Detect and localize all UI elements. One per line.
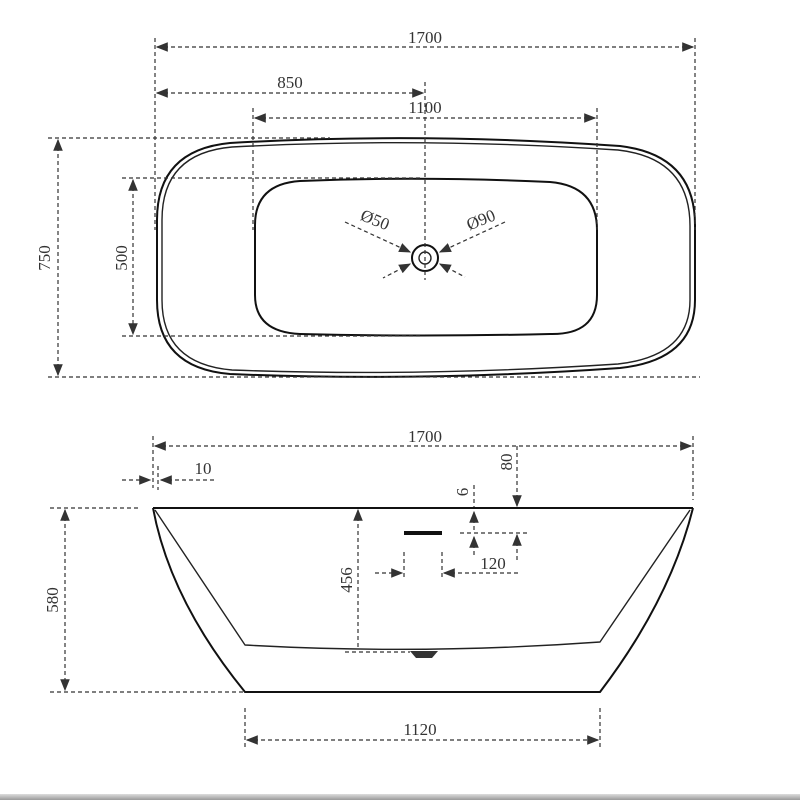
bottom-edge-strip: [0, 794, 800, 800]
dim-drain-offset: 850: [277, 73, 303, 92]
tub-outer-profile: [152, 507, 694, 693]
tub-inner-profile: [154, 509, 691, 651]
tub-outer-rim: [156, 137, 696, 378]
dim-inner-length: 1100: [408, 98, 441, 117]
side-view: 1700 10 80 6 120 456 580 1120: [43, 427, 694, 750]
dim-top-width: 750: [35, 245, 54, 271]
dim-overflow-from-rim: 80: [497, 454, 516, 471]
dim-side-length: 1700: [408, 427, 442, 446]
tub-basin: [254, 177, 598, 337]
dim-overflow-height: 6: [453, 488, 472, 497]
dim-base-length: 1120: [403, 720, 436, 739]
dim-overflow-diameter: Ø90: [464, 206, 498, 235]
dim-top-length: 1700: [408, 28, 442, 47]
dim-overflow-width: 120: [480, 554, 506, 573]
drain-fitting: [410, 651, 438, 658]
tub-rim-inner-edge: [161, 141, 691, 374]
dim-inner-width: 500: [112, 245, 131, 271]
dim-side-height: 580: [43, 587, 62, 613]
dim-inner-depth: 456: [337, 567, 356, 593]
top-view: 1700 850 1100 750 500 Ø50 Ø90: [35, 28, 700, 378]
dim-rim-offset: 10: [195, 459, 212, 478]
dim-drain-diameter: Ø50: [358, 206, 392, 235]
